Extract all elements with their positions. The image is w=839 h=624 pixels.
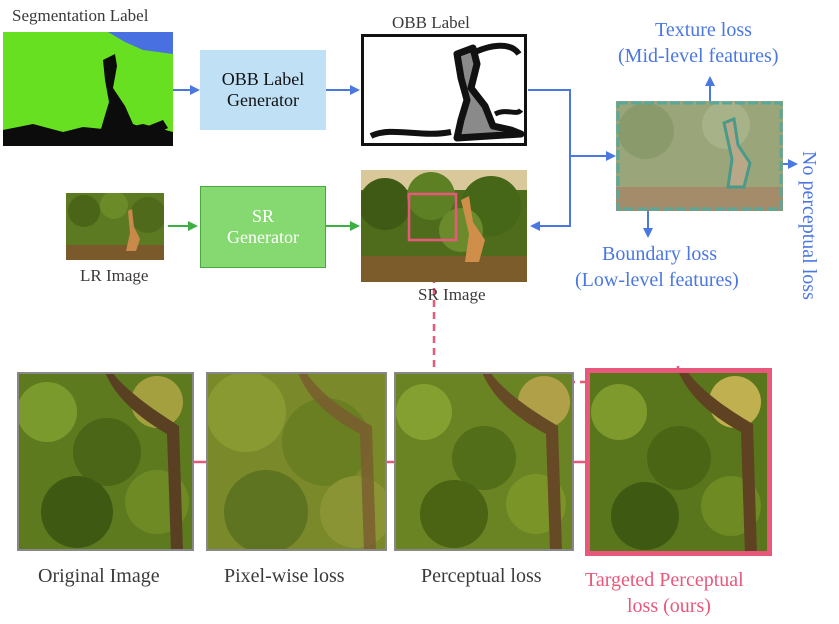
original-image bbox=[17, 372, 194, 551]
boundary-loss-title: Boundary loss bbox=[602, 243, 717, 265]
sr-gen-line1: SR bbox=[251, 206, 275, 227]
arrow-obblabel-out bbox=[528, 89, 571, 156]
perceptual-loss-image bbox=[394, 372, 574, 551]
sr-crop-highlight bbox=[407, 192, 458, 242]
pixel-wise-loss-image bbox=[206, 372, 387, 551]
perceptual-loss-caption: Perceptual loss bbox=[421, 565, 542, 587]
obb-gen-line2: Generator bbox=[227, 90, 299, 110]
sr-image bbox=[361, 170, 527, 282]
original-image-caption: Original Image bbox=[38, 565, 160, 587]
texture-loss-subtitle: (Mid-level features) bbox=[618, 45, 779, 67]
pixel-wise-loss-caption: Pixel-wise loss bbox=[224, 565, 345, 587]
arrow-to-sr-image bbox=[530, 156, 571, 231]
texture-loss-title: Texture loss bbox=[655, 19, 752, 41]
boundary-loss-subtitle: (Low-level features) bbox=[575, 269, 739, 291]
lr-image bbox=[66, 193, 164, 260]
sr-image-caption: SR Image bbox=[418, 285, 486, 304]
no-perceptual-loss-label: No perceptual loss bbox=[798, 151, 820, 300]
sr-gen-line2: Generator bbox=[227, 227, 299, 247]
lr-image-caption: LR Image bbox=[80, 266, 149, 285]
targeted-perceptual-caption-line2: loss (ours) bbox=[627, 595, 711, 617]
obb-gen-line1: OBB Label bbox=[221, 69, 305, 90]
texture-boundary-image bbox=[616, 101, 783, 211]
segmentation-label-caption: Segmentation Label bbox=[12, 6, 149, 25]
targeted-perceptual-loss-image bbox=[585, 368, 772, 556]
obb-label-caption: OBB Label bbox=[392, 13, 470, 32]
targeted-perceptual-caption-line1: Targeted Perceptual bbox=[585, 569, 744, 591]
segmentation-label-image bbox=[3, 32, 173, 146]
obb-label-image bbox=[361, 34, 527, 146]
